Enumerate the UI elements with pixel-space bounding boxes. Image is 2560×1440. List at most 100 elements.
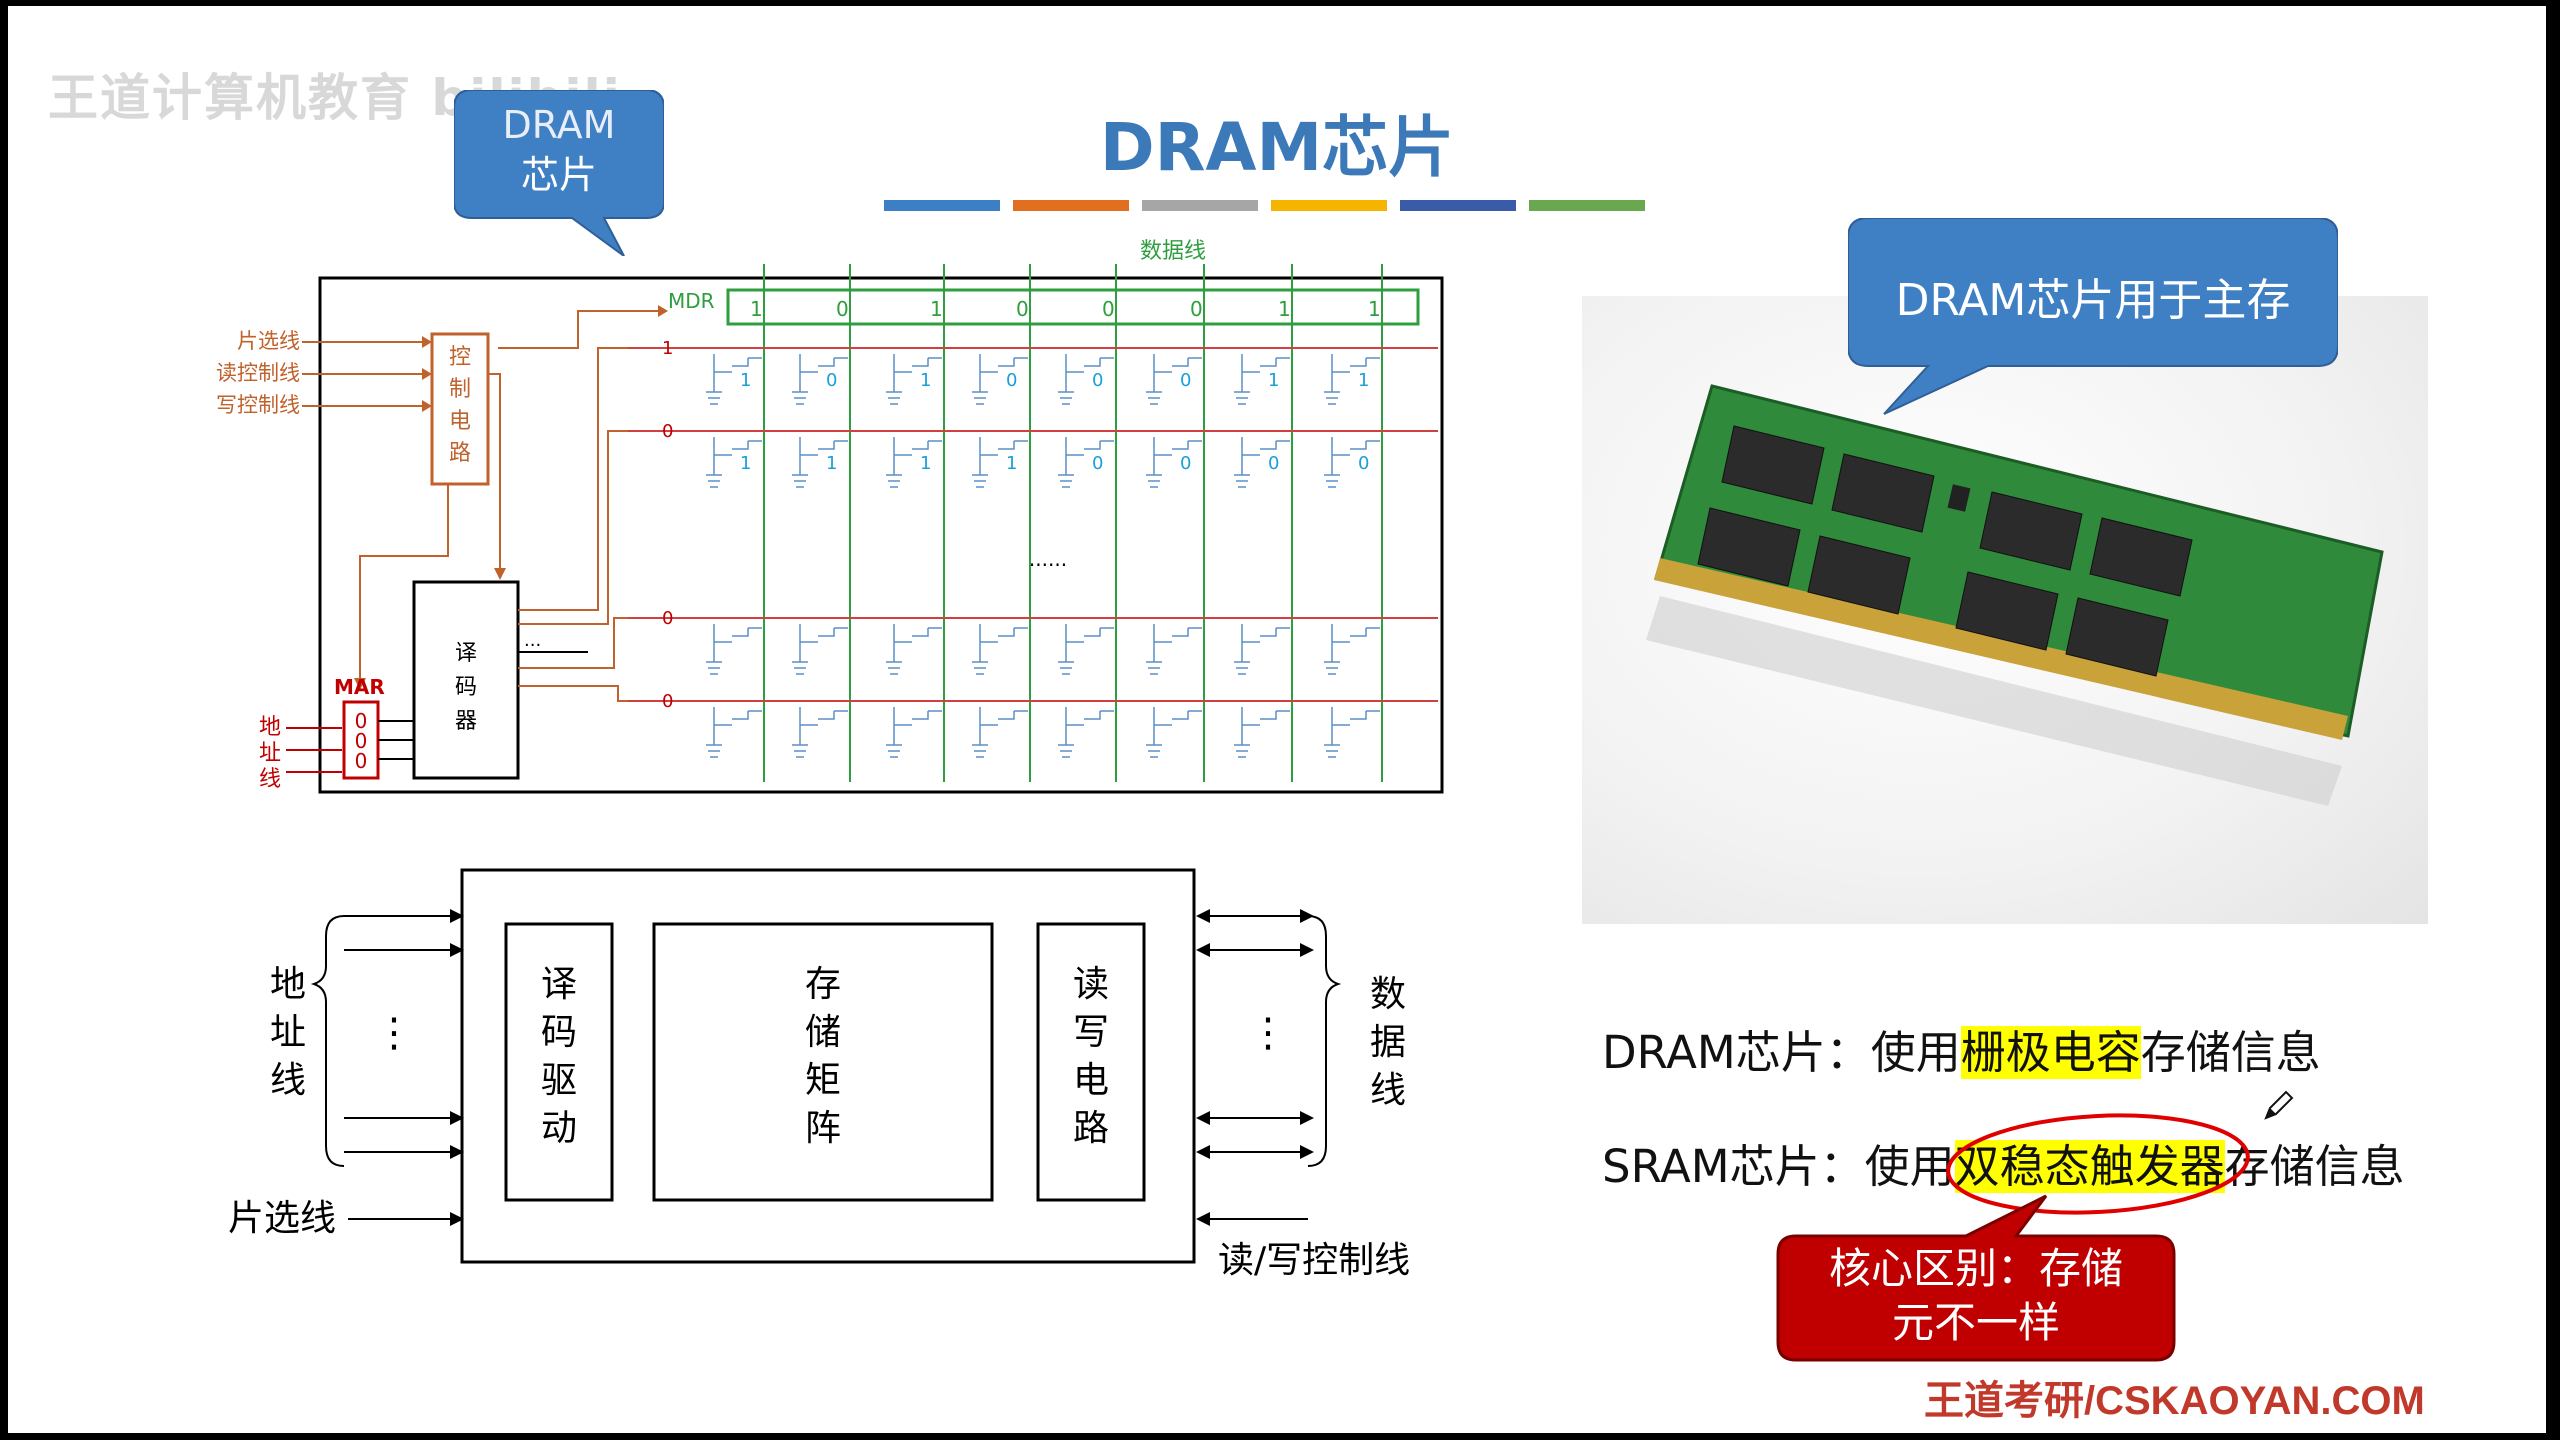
callout-shape xyxy=(1776,1194,2176,1362)
rw-control-label: 读/写控制线 xyxy=(1218,1240,1410,1281)
title-color-bar xyxy=(884,200,1000,211)
memory-cell xyxy=(792,707,848,758)
rw-circuit-box xyxy=(1036,922,1146,1202)
data-line-label: 数据线 xyxy=(1140,239,1206,264)
matrix-char: 矩 xyxy=(805,1060,841,1101)
decoder-ellipsis: ... xyxy=(524,630,541,651)
row-select-bit: 0 xyxy=(662,691,673,712)
core-difference-callout: 核心区别：存储 元不一样 xyxy=(1776,1182,2176,1362)
control-input-label: 读控制线 xyxy=(216,361,300,385)
memory-cell: 0 xyxy=(1146,437,1202,488)
sram-info-suffix: 存储信息 xyxy=(2224,1140,2405,1193)
memory-cell: 1 xyxy=(972,437,1028,488)
memory-cell: 0 xyxy=(1234,437,1290,488)
memory-cell: 1 xyxy=(706,437,762,488)
control-box-char: 控 xyxy=(449,345,471,370)
arrowhead xyxy=(422,336,432,348)
pcb-board xyxy=(1654,384,2384,738)
arrowhead xyxy=(450,1145,464,1159)
row-select-bit: 0 xyxy=(662,608,673,629)
mdr-bit: 1 xyxy=(1278,297,1291,321)
arrowhead xyxy=(1300,943,1314,957)
memory-cell xyxy=(1324,624,1380,675)
data-char: 数 xyxy=(1370,974,1406,1015)
memory-cell: 1 xyxy=(706,354,762,405)
memory-cell xyxy=(972,624,1028,675)
slide: 王道计算机教育 bilibili DRAM芯片 DRAM 芯片 数据线 MDR … xyxy=(8,6,2546,1433)
rw_circuit-char: 电 xyxy=(1073,1060,1109,1101)
cell-value: 1 xyxy=(1268,370,1279,391)
gold-fingers xyxy=(1654,558,2348,740)
highlight-circle-annotation xyxy=(1946,1113,2250,1215)
address-line-char: 址 xyxy=(259,741,281,766)
memory-cell: 0 xyxy=(972,354,1028,405)
arrowhead xyxy=(422,400,432,412)
memory-cell xyxy=(1234,707,1290,758)
matrix-char: 储 xyxy=(805,1012,841,1053)
cell-value: 1 xyxy=(826,453,837,474)
mar-bit: 0 xyxy=(355,709,368,733)
mdr-bit: 1 xyxy=(750,297,763,321)
dram-info-prefix: DRAM芯片：使用 xyxy=(1602,1026,1961,1079)
block-data-ellipsis: ⋮ xyxy=(1248,1010,1288,1056)
cell-value: 0 xyxy=(826,370,837,391)
cell-value: 0 xyxy=(1358,453,1369,474)
memory-cell xyxy=(886,624,942,675)
mdr-label: MDR xyxy=(668,289,715,313)
control-box-char: 制 xyxy=(449,377,471,402)
pen-icon xyxy=(2264,1090,2294,1120)
row-select-bit: 0 xyxy=(662,421,673,442)
storage-matrix-box xyxy=(652,922,994,1202)
block-address-ellipsis: ⋮ xyxy=(374,1010,414,1056)
memory-cell xyxy=(706,707,762,758)
address-char: 址 xyxy=(270,1012,306,1053)
memory-cell: 0 xyxy=(792,354,848,405)
control-box-char: 路 xyxy=(449,441,471,466)
memory-cell: 0 xyxy=(1324,437,1380,488)
dram-info-suffix: 存储信息 xyxy=(2140,1026,2321,1079)
memory-cell xyxy=(792,624,848,675)
arrowhead xyxy=(450,909,464,923)
title-color-bar xyxy=(1013,200,1129,211)
memory-cell: 1 xyxy=(1234,354,1290,405)
cell-value: 1 xyxy=(1358,370,1369,391)
mdr-bit: 0 xyxy=(1102,297,1115,321)
memory-cell xyxy=(1146,624,1202,675)
mdr-register xyxy=(726,288,1420,326)
cell-value: 0 xyxy=(1268,453,1279,474)
arrowhead xyxy=(1196,909,1210,923)
cell-value: 0 xyxy=(1006,370,1017,391)
arrowhead xyxy=(422,368,432,380)
row-select-bit: 1 xyxy=(662,338,673,359)
memory-cell xyxy=(972,707,1028,758)
dram-callout-line2: 芯片 xyxy=(520,153,597,197)
rw_circuit-char: 读 xyxy=(1073,964,1109,1005)
title-color-bar xyxy=(1142,200,1258,211)
cell-value: 0 xyxy=(1092,370,1103,391)
cell-value: 1 xyxy=(740,370,751,391)
control-box-char: 电 xyxy=(449,409,471,434)
memory-cell: 0 xyxy=(1058,437,1114,488)
dram-info-highlight: 栅极电容 xyxy=(1960,1026,2141,1079)
memory-cell: 0 xyxy=(1058,354,1114,405)
address-line-char: 地 xyxy=(259,715,281,740)
sram-info-line: SRAM芯片：使用双稳态触发器存储信息 xyxy=(1602,1130,2405,1195)
cell-value: 1 xyxy=(920,370,931,391)
mdr-bit: 0 xyxy=(1190,297,1203,321)
cell-value: 0 xyxy=(1180,453,1191,474)
rw_circuit-char: 写 xyxy=(1073,1012,1109,1053)
memory-cell xyxy=(1058,624,1114,675)
address-char: 线 xyxy=(270,1060,306,1101)
address-char: 地 xyxy=(270,964,306,1005)
memory-cell xyxy=(886,707,942,758)
arrowhead xyxy=(1300,1145,1314,1159)
decoder-box xyxy=(412,580,520,780)
matrix-char: 阵 xyxy=(805,1108,841,1149)
core-difference-line1: 核心区别：存储 xyxy=(1828,1244,2123,1293)
arrowhead xyxy=(1196,1111,1210,1125)
memory-cell: 0 xyxy=(1146,354,1202,405)
mdr-bit: 1 xyxy=(930,297,943,321)
main-memory-callout-text: DRAM芯片用于主存 xyxy=(1895,275,2291,326)
